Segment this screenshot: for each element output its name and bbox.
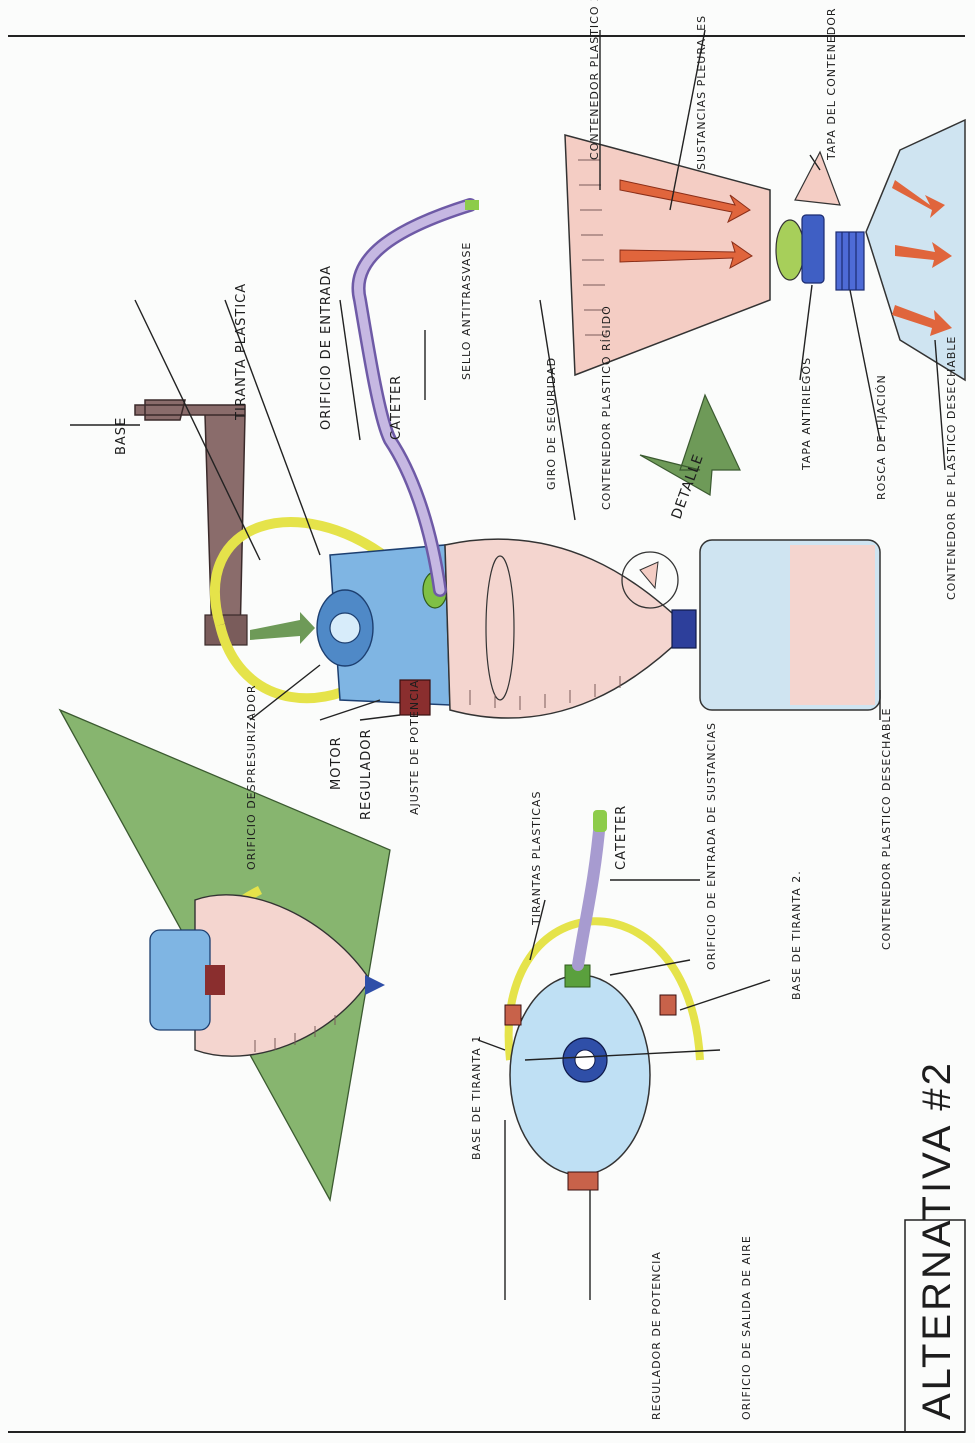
disposable-contents (790, 545, 875, 705)
perspective-knob (205, 965, 225, 995)
label-cateter-main: CATETER (389, 375, 404, 440)
fan-icon (330, 613, 360, 643)
page-title: ALTERNATIVA #2 (915, 1060, 959, 1420)
label-tiranta-plastica: TIRANTA PLASTICA (234, 283, 249, 421)
front-catheter-tip (593, 810, 607, 832)
catheter-tip (465, 200, 479, 210)
airflow-arrow-icon (250, 612, 315, 644)
label-sustancias-pleurales: SUSTANCIAS PLEURALES (695, 15, 708, 170)
label-base-tiranta-1: BASE DE TIRANTA 1 (470, 1035, 483, 1160)
label-base-tiranta-2: BASE DE TIRANTA 2. (790, 870, 803, 1000)
label-tapa-antiriegos: TAPA ANTIRIEGOS (800, 357, 813, 471)
blue-neck-ring (802, 215, 824, 283)
threaded-neck (836, 232, 864, 290)
label-tapa-contenedor: TAPA DEL CONTENEDOR (825, 7, 838, 161)
detail-marker-lid (640, 562, 658, 588)
label-regulador: REGULADOR (359, 728, 374, 820)
front-power-knob (568, 1172, 598, 1190)
label-motor: MOTOR (329, 736, 344, 790)
label-contenedor-rigido: CONTENEDOR PLASTICO RÍGIDO (600, 305, 613, 510)
front-catheter (578, 820, 600, 965)
label-rosca-fijacion: ROSCA DE FIJACIÓN (875, 374, 888, 500)
anti-spill-cap (776, 220, 804, 280)
label-tirantas-plasticas: TIRANTAS PLASTICAS (530, 791, 543, 926)
perspective-neck (365, 975, 385, 995)
label-orificio-salida-aire: ORIFICIO DE SALIDA DE AIRE (740, 1235, 753, 1420)
label-orificio-entrada: ORIFICIO DE ENTRADA (319, 265, 334, 430)
strap-base-2 (660, 995, 676, 1015)
strap-base-1 (505, 1005, 521, 1025)
label-ajuste-potencia: AJUSTE DE POTENCIA (408, 679, 421, 815)
label-regulador-potencia: REGULADOR DE POTENCIA (650, 1251, 663, 1420)
label-base: BASE (114, 417, 129, 455)
label-orificio-entrada-sustancias: ORIFICIO DE ENTRADA DE SUSTANCIAS (705, 722, 718, 970)
label-contenedor-desechable-main: CONTENEDOR PLASTICO DESECHABLE (880, 708, 893, 950)
container-neck (672, 610, 696, 648)
perspective-cap (150, 930, 210, 1030)
label-cateter-front: CATETER (614, 805, 629, 870)
label-sello: SELLO ANTITRASVASE (460, 242, 473, 380)
front-view (478, 810, 770, 1300)
air-outlet-fan (575, 1050, 595, 1070)
label-contenedor-plastico-2: CONTENEDOR PLASTICO 2 (588, 0, 601, 160)
detail-panel (565, 30, 965, 470)
label-orificio-despresurizador: ORIFICIO DESPRESURIZADOR (245, 684, 258, 870)
label-giro: GIRO DE SEGURIDAD (545, 357, 558, 490)
stand-base (135, 400, 245, 640)
label-contenedor-desechable-detail: CONTENEDOR DE PLASTICO DESECHABLE (945, 336, 958, 600)
